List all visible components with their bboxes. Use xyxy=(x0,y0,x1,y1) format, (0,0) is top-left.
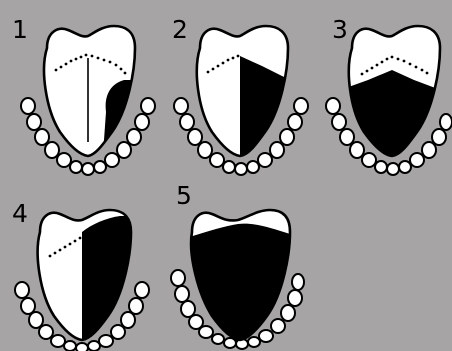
diagram-number-5: 5 xyxy=(176,181,192,210)
diagram-number-3: 3 xyxy=(332,15,348,44)
diagram-number-4: 4 xyxy=(12,199,28,228)
diagram-number-1: 1 xyxy=(12,15,28,44)
diagram-number-2: 2 xyxy=(172,15,188,44)
